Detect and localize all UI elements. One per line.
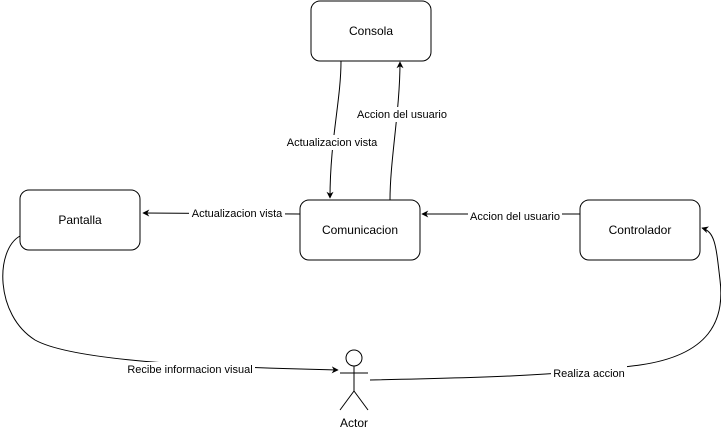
node-controlador[interactable]: Controlador [579, 199, 701, 261]
edge-actor-to-controlador: Realiza accion [369, 226, 721, 381]
edge-label-recibe-informacion-visual: Recibe informacion visual [127, 364, 252, 376]
node-label-comunicacion: Comunicacion [322, 223, 398, 237]
node-label-controlador: Controlador [609, 223, 672, 237]
node-label-pantalla: Pantalla [58, 213, 102, 227]
edge-label-accion-del-usuario-1: Accion del usuario [357, 109, 447, 121]
actor-head [345, 349, 363, 367]
edge-consola-to-comunicacion: Actualizacion vista [284, 60, 380, 199]
actor-label: Actor [340, 416, 368, 430]
actor-left-leg [339, 390, 355, 411]
node-comunicacion[interactable]: Comunicacion [299, 199, 421, 261]
node-label-consola: Consola [349, 24, 393, 38]
actor-right-leg [353, 390, 369, 411]
edge-comunicacion-to-pantalla: Actualizacion vista [142, 206, 301, 221]
edge-pantalla-to-actor: Recibe informacion visual [2, 235, 339, 377]
edge-label-actualizacion-vista-1: Actualizacion vista [287, 137, 378, 149]
edge-label-actualizacion-vista-2: Actualizacion vista [192, 208, 283, 220]
edge-comunicacion-to-consola: Accion del usuario [355, 61, 449, 201]
actor-figure[interactable]: Actor [339, 349, 369, 430]
node-consola[interactable]: Consola [310, 0, 432, 62]
node-pantalla[interactable]: Pantalla [19, 189, 141, 251]
edge-label-realiza-accion: Realiza accion [553, 368, 625, 380]
edge-label-accion-del-usuario-2: Accion del usuario [470, 211, 560, 223]
edge-controlador-to-comunicacion: Accion del usuario [421, 209, 580, 224]
